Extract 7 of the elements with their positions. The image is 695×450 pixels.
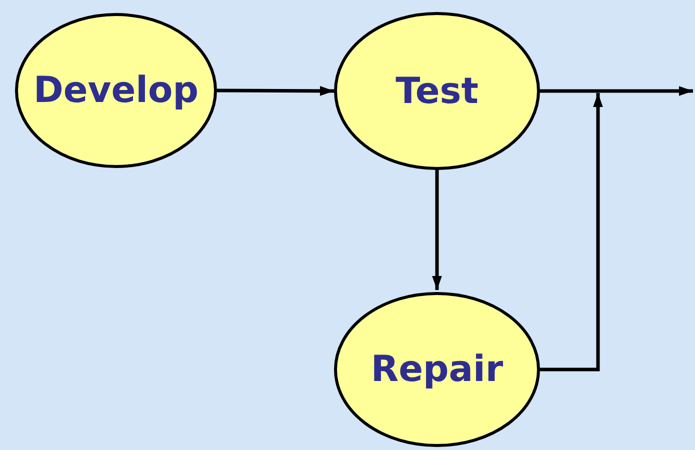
- node-label: Develop: [33, 70, 199, 111]
- arrow: [217, 86, 334, 96]
- node-label: Test: [396, 70, 478, 112]
- arrow: [540, 93, 603, 372]
- arrow: [540, 86, 693, 96]
- node-label: Repair: [370, 349, 504, 390]
- arrow: [432, 170, 442, 290]
